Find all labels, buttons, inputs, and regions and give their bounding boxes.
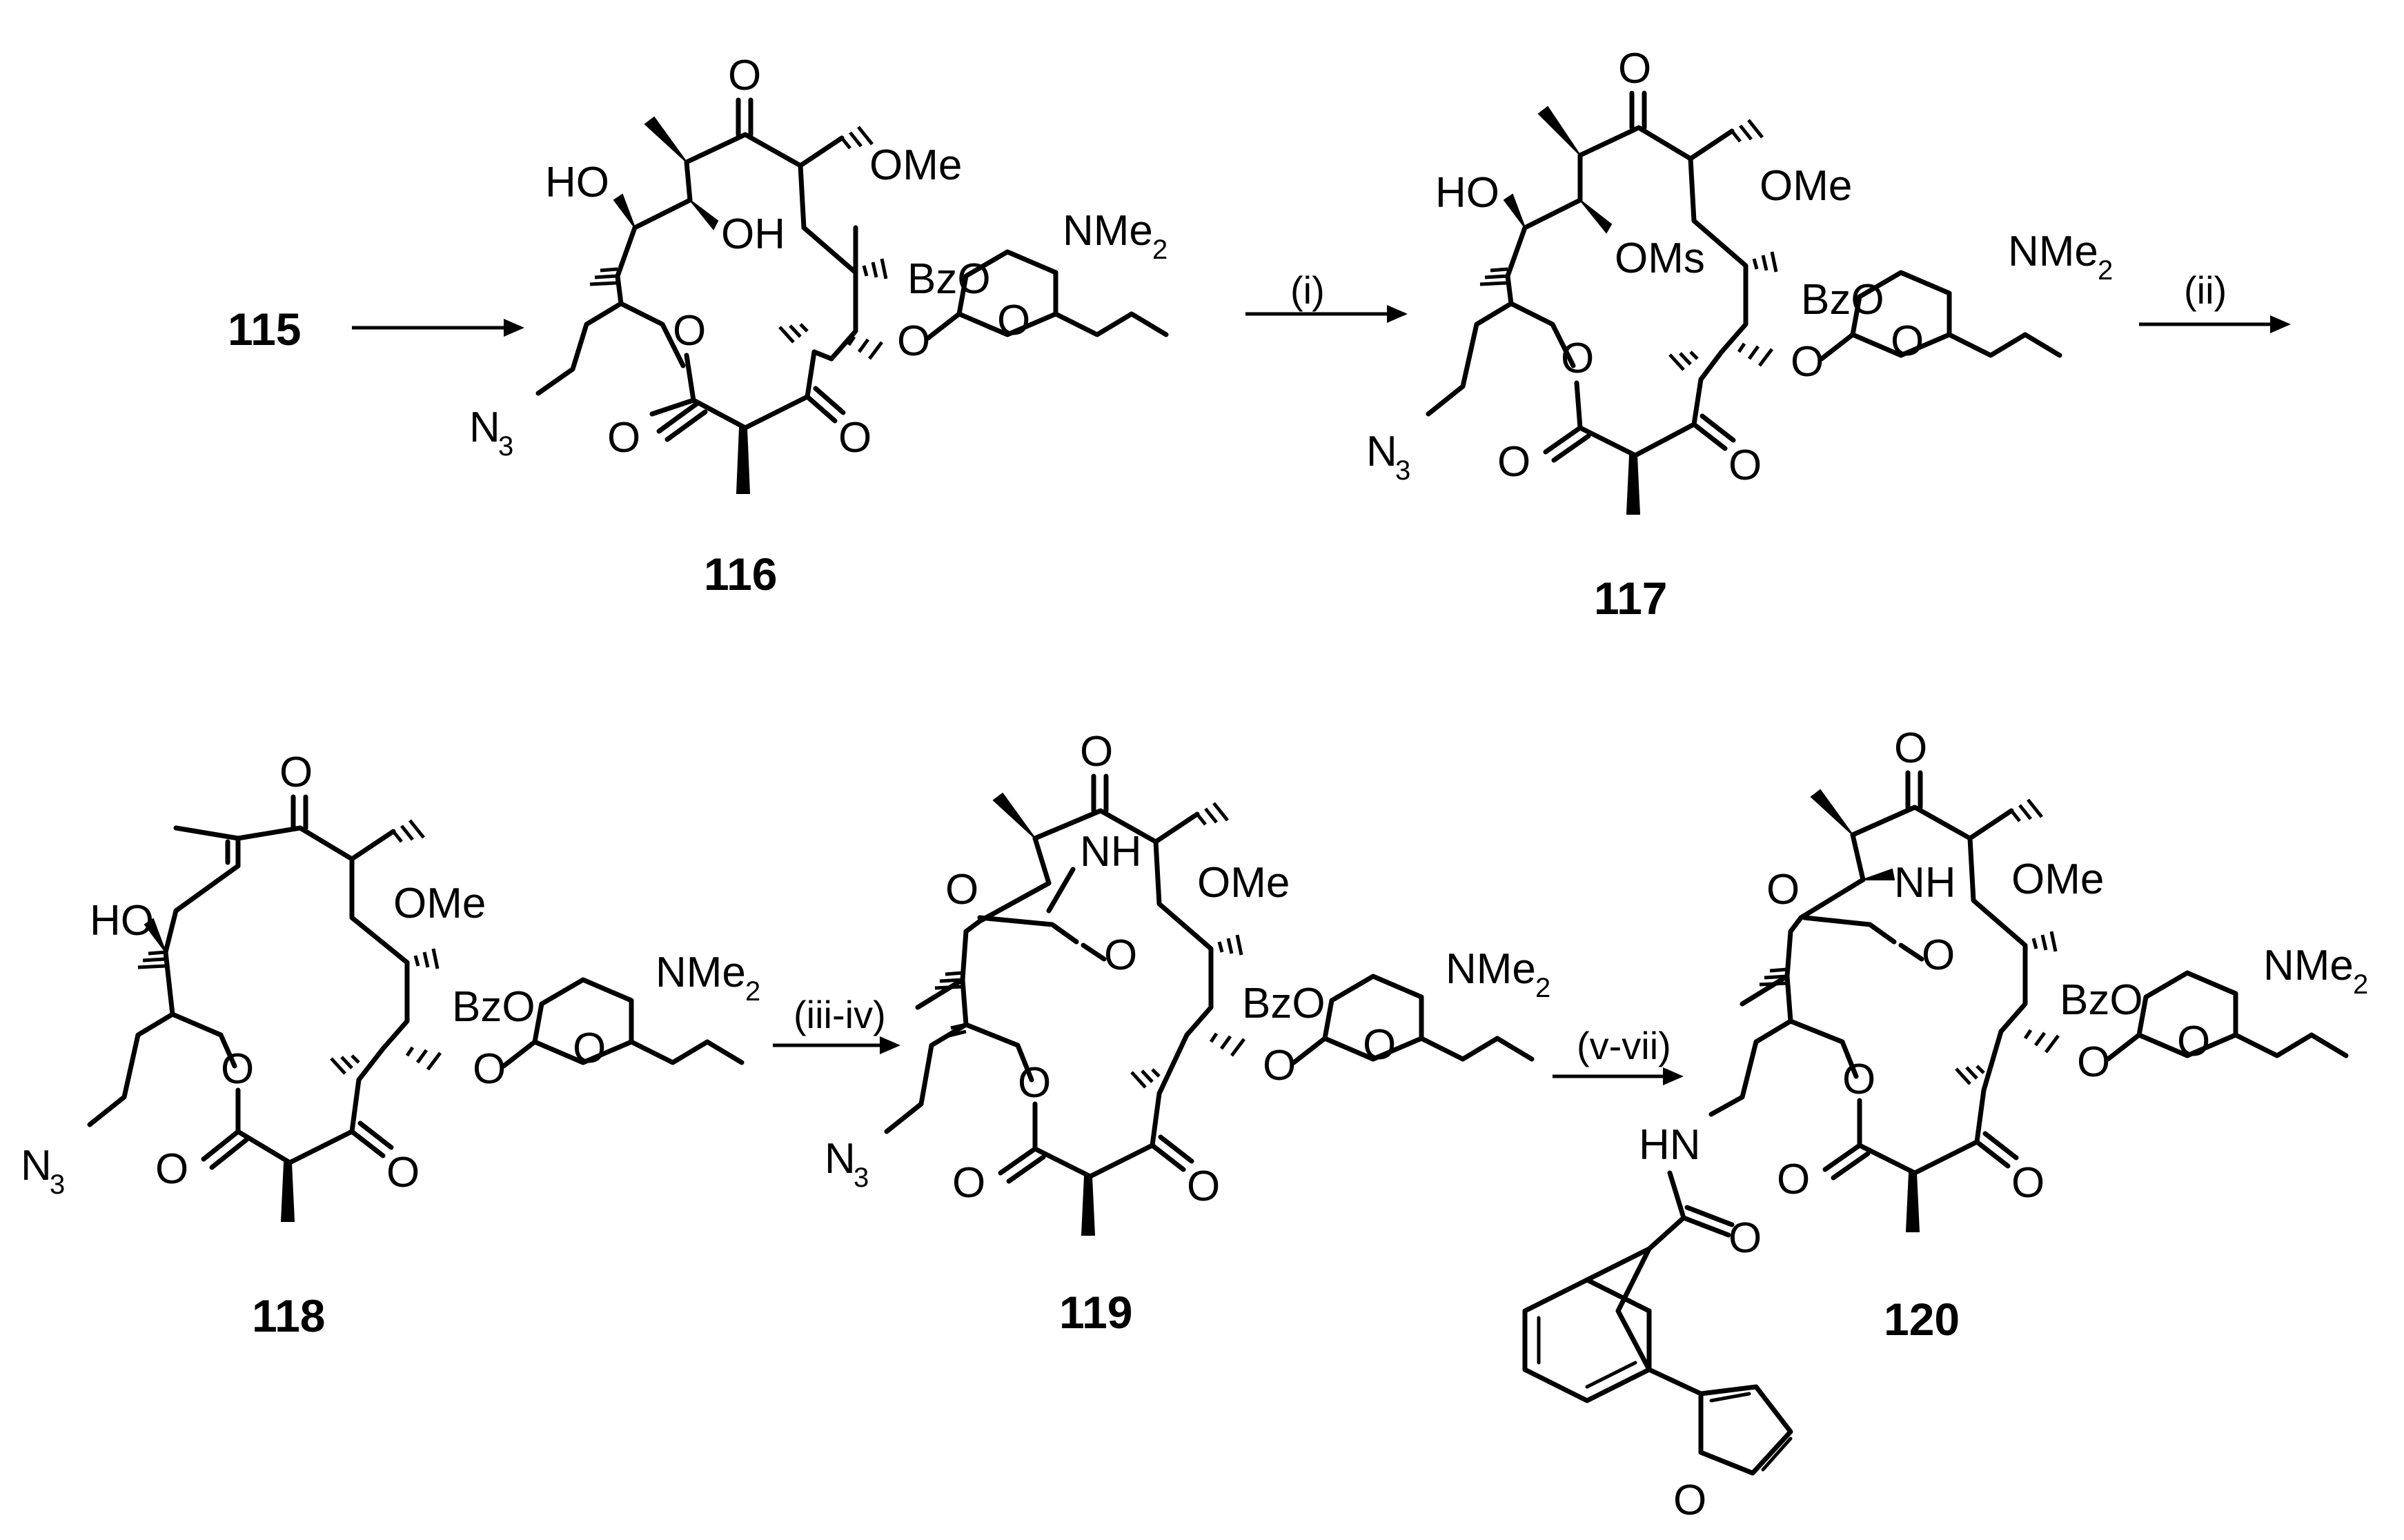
compound-120-structure: O OMe NH O O O O O HN O	[1522, 724, 2368, 1524]
condition-iii-iv: (iii-iv)	[794, 993, 886, 1036]
compound-120-label: 120	[1884, 1294, 1960, 1345]
svg-text:BzO: BzO	[1801, 276, 1884, 324]
svg-text:OMe: OMe	[2011, 856, 2104, 903]
compound-115-label: 115	[228, 304, 301, 355]
svg-text:3: 3	[854, 1163, 869, 1193]
svg-text:O: O	[728, 52, 761, 99]
svg-text:O: O	[2077, 1038, 2110, 1086]
svg-text:3: 3	[1395, 455, 1410, 486]
svg-text:HO: HO	[90, 897, 154, 945]
svg-text:O: O	[1891, 317, 1924, 365]
svg-text:O: O	[1104, 931, 1137, 979]
svg-text:O: O	[1497, 438, 1530, 486]
compound-119-structure: O OMe NH O O O O O N 3 O	[825, 728, 1550, 1236]
svg-text:O: O	[279, 749, 313, 796]
condition-v-vii: (v-vii)	[1577, 1024, 1671, 1067]
svg-text:O: O	[1842, 1056, 1875, 1103]
svg-text:OH: OH	[721, 210, 785, 258]
svg-text:O: O	[1766, 866, 1800, 914]
svg-text:O: O	[897, 317, 930, 365]
svg-text:3: 3	[50, 1169, 65, 1200]
svg-text:BzO: BzO	[452, 983, 535, 1031]
svg-text:O: O	[1791, 338, 1824, 386]
svg-text:O: O	[945, 866, 978, 914]
svg-text:HN: HN	[1639, 1121, 1701, 1169]
svg-text:NMe: NMe	[2008, 228, 2098, 275]
svg-text:NMe: NMe	[1063, 207, 1153, 255]
compound-116-structure: O HO OH OMe O O O N 3 O	[469, 52, 1169, 494]
compound-119-label: 119	[1059, 1287, 1132, 1338]
svg-text:3: 3	[498, 431, 513, 462]
svg-text:O: O	[952, 1159, 985, 1207]
svg-text:O: O	[1728, 442, 1762, 489]
svg-text:O: O	[838, 414, 871, 462]
svg-text:2: 2	[1152, 235, 1167, 265]
svg-text:O: O	[386, 1149, 420, 1196]
svg-text:HO: HO	[545, 159, 609, 206]
svg-text:BzO: BzO	[2060, 976, 2143, 1024]
compound-118-label: 118	[252, 1290, 325, 1341]
svg-text:NMe: NMe	[1446, 945, 1536, 993]
svg-text:O: O	[1922, 931, 1955, 979]
svg-text:O: O	[1187, 1163, 1220, 1210]
svg-text:OMe: OMe	[393, 880, 486, 927]
svg-text:O: O	[221, 1045, 254, 1093]
svg-text:N: N	[1366, 428, 1397, 475]
svg-text:O: O	[997, 297, 1030, 344]
svg-text:N: N	[469, 404, 500, 451]
svg-text:2: 2	[1535, 973, 1550, 1003]
svg-text:O: O	[1018, 1059, 1051, 1107]
svg-text:O: O	[2011, 1159, 2045, 1207]
svg-text:O: O	[155, 1145, 188, 1193]
svg-text:O: O	[1618, 45, 1651, 92]
svg-text:O: O	[573, 1025, 606, 1072]
svg-text:BzO: BzO	[1242, 980, 1326, 1027]
svg-text:NMe: NMe	[656, 949, 746, 996]
svg-text:NH: NH	[1894, 859, 1956, 907]
condition-ii: (ii)	[2184, 268, 2227, 312]
svg-text:NMe: NMe	[2263, 942, 2354, 989]
svg-text:OMe: OMe	[1197, 859, 1290, 907]
svg-text:HO: HO	[1435, 169, 1499, 217]
svg-text:N: N	[825, 1135, 856, 1183]
svg-text:O: O	[1080, 728, 1113, 776]
svg-text:OMe: OMe	[1760, 162, 1852, 210]
svg-text:NH: NH	[1080, 828, 1142, 876]
svg-text:N: N	[21, 1142, 52, 1189]
svg-text:2: 2	[745, 976, 760, 1007]
svg-text:2: 2	[2098, 255, 2113, 286]
svg-text:O: O	[1263, 1042, 1296, 1089]
compound-117-structure: O HO OMs OMe O O O N 3 O BzO O N	[1366, 45, 2113, 515]
condition-i: (i)	[1290, 268, 1325, 312]
svg-text:O: O	[673, 307, 706, 355]
compound-116-label: 116	[704, 549, 777, 600]
svg-text:BzO: BzO	[907, 255, 991, 303]
svg-text:O: O	[473, 1045, 506, 1093]
svg-text:O: O	[2177, 1018, 2210, 1065]
compound-117-label: 117	[1594, 573, 1667, 624]
svg-text:OMe: OMe	[869, 141, 962, 189]
compound-118-structure: O OMe HO O O O N 3 O BzO O NMe 2	[21, 749, 760, 1222]
svg-text:O: O	[1894, 724, 1927, 772]
svg-text:O: O	[1561, 335, 1594, 382]
svg-text:OMs: OMs	[1615, 235, 1705, 282]
svg-text:O: O	[1363, 1021, 1396, 1069]
svg-text:O: O	[1777, 1156, 1810, 1203]
svg-text:O: O	[1673, 1477, 1706, 1524]
svg-text:2: 2	[2353, 969, 2368, 1000]
svg-text:O: O	[1728, 1214, 1762, 1262]
svg-text:O: O	[607, 414, 640, 462]
